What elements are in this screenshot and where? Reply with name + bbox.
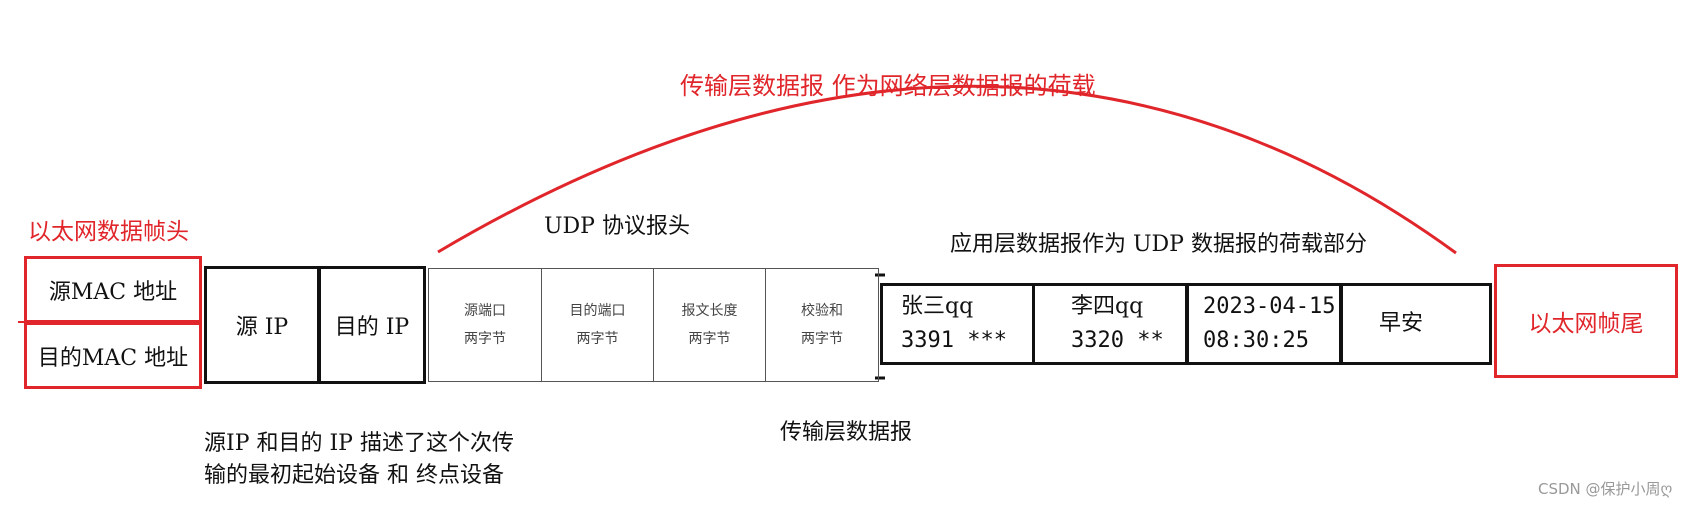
udp-field-size: 两字节	[688, 331, 731, 347]
src-mac-box: 源MAC 地址	[24, 256, 202, 323]
top-caption: 传输层数据报 作为网络层数据报的荷载	[680, 72, 1096, 100]
transport-label: 传输层数据报	[780, 420, 913, 445]
ip-note: 源IP 和目的 IP 描述了这个次传 输的最初起始设备 和 终点设备	[204, 428, 514, 492]
payload-line2: 08:30:25	[1203, 328, 1309, 353]
eth-trailer-text: 以太网帧尾	[1528, 311, 1644, 337]
eth-trailer-box: 以太网帧尾	[1494, 264, 1678, 378]
udp-field-dst-port: 目的端口 两字节	[541, 268, 654, 382]
payload-cell: 2023-04-15 08:30:25	[1186, 283, 1342, 365]
payload-line1: 张三qq	[901, 294, 974, 319]
udp-field-size: 两字节	[464, 331, 506, 347]
payload-cell: 早安	[1340, 283, 1492, 365]
udp-field-name: 目的端口	[569, 303, 626, 319]
dst-ip-box: 目的 IP	[318, 266, 426, 384]
udp-field-name: 报文长度	[681, 303, 738, 319]
payload-line2: 3391 ***	[901, 328, 1007, 353]
dst-mac-text: 目的MAC 地址	[37, 345, 189, 371]
udp-field-length: 报文长度 两字节	[653, 268, 766, 382]
dst-ip-text: 目的 IP	[334, 315, 410, 340]
udp-field-name: 校验和	[801, 303, 843, 319]
udp-field-size: 两字节	[576, 331, 619, 347]
app-payload-label: 应用层数据报作为 UDP 数据报的荷载部分	[950, 232, 1367, 257]
eth-header-label: 以太网数据帧头	[28, 219, 189, 245]
payload-line1: 早安	[1379, 311, 1424, 336]
src-ip-box: 源 IP	[204, 266, 320, 384]
udp-field-src-port: 源端口 两字节	[428, 268, 542, 382]
payload-cell: 张三qq 3391 ***	[880, 283, 1035, 365]
payload-line2: 3320 **	[1071, 328, 1164, 353]
payload-line1: 2023-04-15	[1203, 294, 1336, 319]
udp-field-name: 源端口	[464, 303, 506, 319]
ip-note-line1: 源IP 和目的 IP 描述了这个次传	[204, 431, 514, 456]
payload-arc	[437, 84, 1457, 255]
payload-line1: 李四qq	[1071, 294, 1144, 319]
udp-field-size: 两字节	[801, 331, 843, 347]
udp-header-label: UDP 协议报头	[544, 214, 690, 239]
dst-mac-box: 目的MAC 地址	[24, 322, 202, 389]
ip-note-line2: 输的最初起始设备 和 终点设备	[204, 463, 504, 488]
watermark: CSDN @保护小周ღ	[1538, 480, 1673, 498]
udp-field-checksum: 校验和 两字节	[765, 268, 879, 382]
src-mac-text: 源MAC 地址	[48, 279, 178, 305]
payload-cell: 李四qq 3320 **	[1032, 283, 1188, 365]
src-ip-text: 源 IP	[235, 315, 289, 340]
